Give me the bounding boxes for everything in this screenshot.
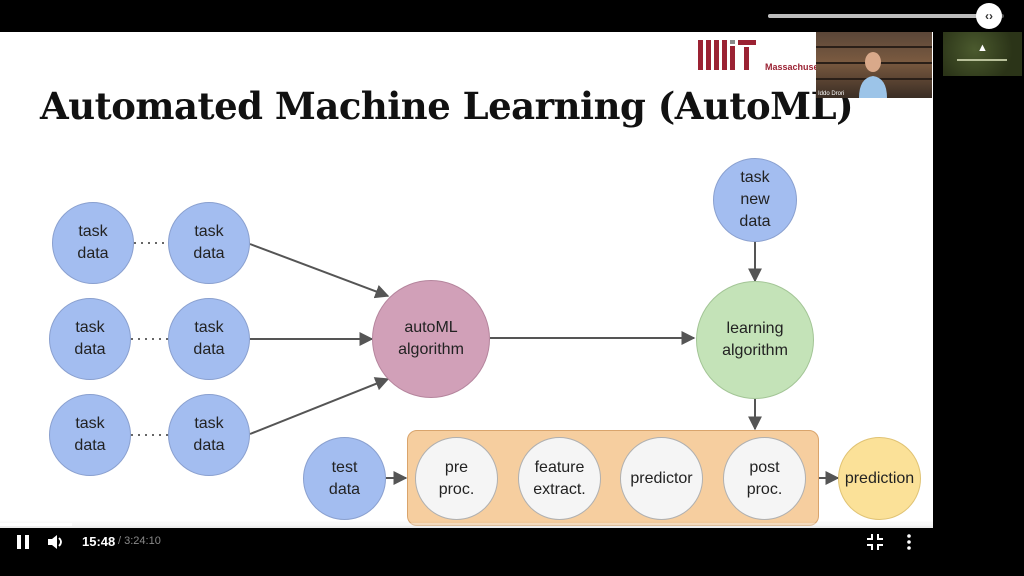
volume-icon[interactable] bbox=[46, 533, 66, 551]
feature-extract-node: feature extract. bbox=[518, 437, 601, 520]
task-data-node: task data bbox=[168, 394, 250, 476]
more-options-icon[interactable] bbox=[902, 533, 916, 551]
progress-fill bbox=[0, 523, 72, 526]
task-data-node: task data bbox=[49, 394, 131, 476]
automl-algorithm-node: autoML algorithm bbox=[372, 280, 490, 398]
prediction-node: prediction bbox=[838, 437, 921, 520]
logo-icon: ▲ bbox=[977, 42, 988, 54]
task-data-node: task data bbox=[52, 202, 134, 284]
speaker-figure bbox=[859, 52, 887, 98]
test-data-node: test data bbox=[303, 437, 386, 520]
task-data-node: task data bbox=[168, 298, 250, 380]
task-data-node: task data bbox=[49, 298, 131, 380]
arrow-task1-automl bbox=[249, 243, 390, 299]
pre-proc-node: pre proc. bbox=[415, 437, 498, 520]
speaker-name: Iddo Drori bbox=[818, 91, 845, 97]
arrow-task3-automl bbox=[249, 377, 390, 435]
pause-icon[interactable] bbox=[14, 533, 32, 551]
progress-bar[interactable] bbox=[0, 523, 933, 526]
current-time: 15:48 bbox=[82, 534, 116, 549]
speaker-webcam: Iddo Drori bbox=[816, 32, 932, 98]
post-proc-node: post proc. bbox=[723, 437, 806, 520]
task-data-node: task data bbox=[168, 202, 250, 284]
task-new-data-node: task new data bbox=[713, 158, 797, 242]
bottom-strip bbox=[0, 556, 1024, 576]
top-scrubber[interactable] bbox=[768, 14, 1004, 18]
predictor-node: predictor bbox=[620, 437, 703, 520]
video-thumbnail[interactable]: ▲ bbox=[943, 32, 1022, 76]
code-expand-button[interactable]: ‹› bbox=[976, 3, 1002, 29]
learning-algorithm-node: learning algorithm bbox=[696, 281, 814, 399]
mit-logo bbox=[698, 40, 756, 70]
exit-fullscreen-icon[interactable] bbox=[866, 533, 884, 551]
slide-title: Automated Machine Learning (AutoML) bbox=[40, 84, 854, 128]
presentation-slide: Massachuse Automated Machine Learning (A… bbox=[0, 32, 933, 528]
mit-logo-text: Massachuse bbox=[765, 62, 819, 72]
total-time: / 3:24:10 bbox=[118, 535, 161, 547]
